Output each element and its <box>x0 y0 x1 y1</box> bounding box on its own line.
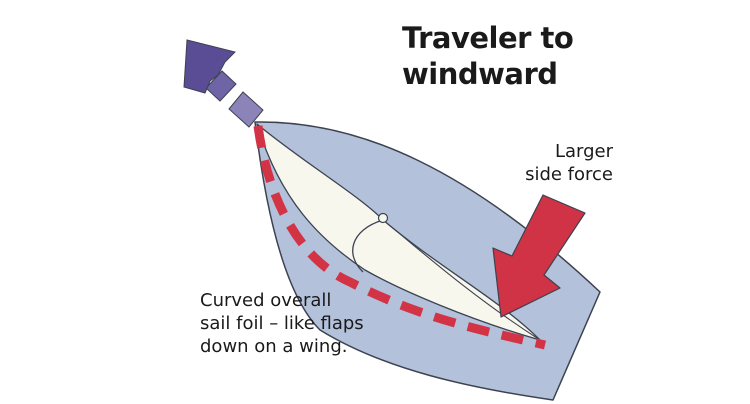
title-line-1: Traveler to <box>402 21 574 55</box>
direction-arrow-head <box>183 39 236 94</box>
diagram-title: Traveler to windward <box>402 20 574 92</box>
mainsail-luff-curve <box>352 219 384 273</box>
direction-arrow-segment-2 <box>205 70 237 102</box>
side-force-label-line-2: side force <box>525 164 613 185</box>
side-force-label: Larger side force <box>497 140 613 186</box>
sail-foil-label: Curved overall sail foil – like flaps do… <box>200 289 364 358</box>
side-force-label-line-1: Larger <box>554 141 613 162</box>
mast-point <box>377 212 389 224</box>
sail-foil-label-line-1: Curved overall <box>200 290 332 311</box>
sail-foil-label-line-3: down on a wing. <box>200 336 348 357</box>
title-line-2: windward <box>402 57 558 91</box>
sail-foil-label-line-2: sail foil – like flaps <box>200 313 364 334</box>
direction-arrow-segment-1 <box>228 91 264 128</box>
mainsail-leech-curve <box>382 219 541 341</box>
direction-arrow <box>183 39 264 128</box>
foil-dashed-line <box>253 125 547 350</box>
side-force-arrow <box>492 194 586 318</box>
